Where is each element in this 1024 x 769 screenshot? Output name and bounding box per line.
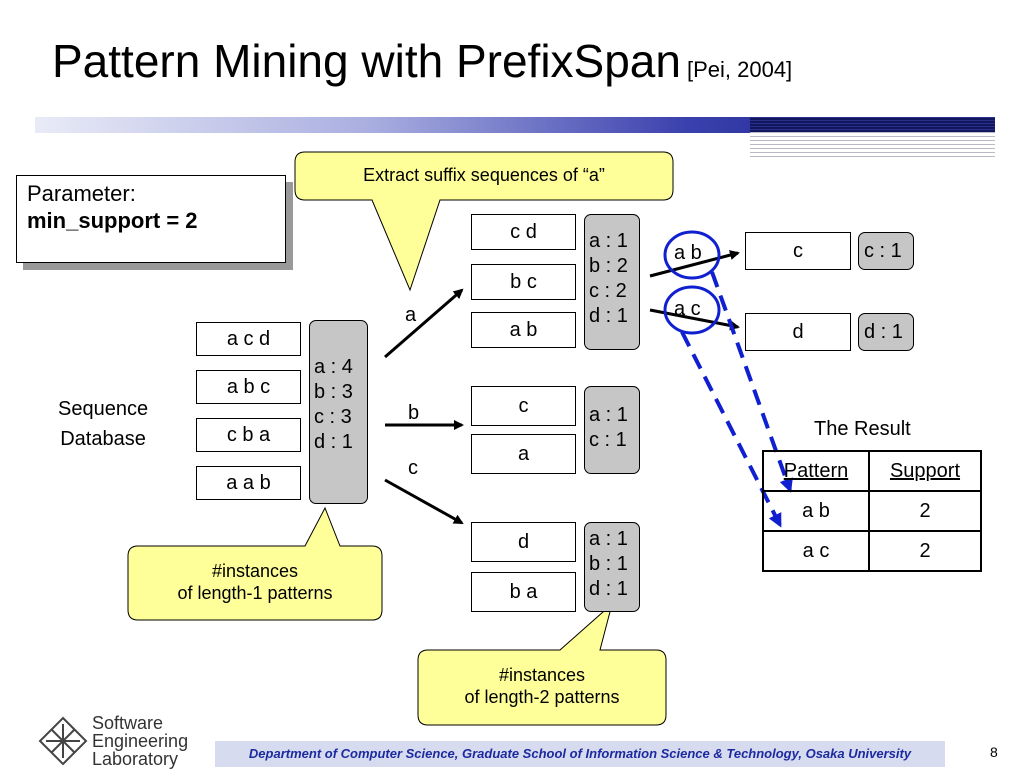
title-text: Pattern Mining with PrefixSpan — [52, 35, 681, 87]
logo-line1: Software — [92, 713, 164, 733]
proj-b-seq-2: a — [471, 434, 576, 474]
pattern-ac-label: a c — [674, 298, 701, 320]
callout-len2-shape — [417, 602, 667, 726]
count-d: d : 1 — [314, 431, 353, 453]
callout-len2-text: #instances of length-2 patterns — [418, 664, 666, 708]
arrow-label-a: a — [405, 304, 417, 326]
callout-top-text: Extract suffix sequences of “a” — [363, 165, 605, 185]
proj-b-counts: a : 1 c : 1 — [584, 386, 640, 474]
count-a: a : 4 — [314, 356, 353, 378]
proj-c-seq-1: d — [471, 522, 576, 562]
table-row: a c 2 — [762, 530, 982, 572]
slide-title: Pattern Mining with PrefixSpan[Pei, 2004… — [52, 34, 792, 88]
arrow-a — [384, 288, 464, 359]
result-pattern-1: a b — [762, 490, 870, 532]
proj-c-seq-2: b a — [471, 572, 576, 612]
result-table: Pattern Support a b 2 a c 2 — [762, 450, 982, 572]
logo-line3: Laboratory — [92, 749, 179, 769]
proj-a-count-a: a : 1 — [589, 230, 628, 252]
sel-logo-icon — [38, 716, 88, 766]
callout-len1-line1: #instances — [211, 561, 299, 581]
database-label-line1: Sequence — [58, 398, 149, 420]
ac-highlight-circle — [663, 285, 721, 335]
title-bar-grid — [750, 132, 995, 158]
proj-a-seq-2: b c — [471, 264, 576, 300]
arrow-c — [384, 478, 464, 525]
proj-a-count-c: c : 2 — [589, 280, 627, 302]
proj-c-count-d: d : 1 — [589, 578, 628, 600]
callout-len2-line1: #instances — [498, 665, 586, 685]
arrow-label-c: c — [408, 457, 418, 479]
db-sequence-1: a c d — [196, 322, 301, 356]
callout-len1-shape — [127, 506, 383, 621]
header-support: Support — [868, 450, 982, 492]
proj-a-seq-1: c d — [471, 214, 576, 250]
proj-ab-seq: c — [745, 232, 851, 270]
proj-a-seq-3: a b — [471, 312, 576, 348]
parameter-label: Parameter: — [27, 181, 136, 206]
arrow-label-b: b — [408, 402, 420, 424]
proj-b-count-c: c : 1 — [589, 429, 627, 451]
database-label-line2: Database — [60, 428, 146, 450]
result-arrow-ab — [710, 271, 793, 493]
ab-highlight-circle — [663, 230, 721, 280]
callout-len1-text: #instances of length-1 patterns — [128, 560, 382, 604]
logo-text: Software Engineering Laboratory — [92, 714, 188, 768]
pattern-ab-label: a b — [674, 242, 702, 264]
db-sequence-3: c b a — [196, 418, 301, 452]
callout-len1-line2: of length-1 patterns — [177, 583, 333, 603]
logo-line2: Engineering — [92, 731, 189, 751]
proj-b-seq-1: c — [471, 386, 576, 426]
result-pattern-2: a c — [762, 530, 870, 572]
title-bar-texture — [750, 117, 995, 133]
result-support-1: 2 — [868, 490, 982, 532]
count-c: c : 3 — [314, 406, 352, 428]
length1-counts: a : 4 b : 3 c : 3 d : 1 — [309, 320, 368, 504]
proj-ac-seq: d — [745, 313, 851, 351]
database-label: Sequence Database — [58, 394, 148, 454]
page-number: 8 — [990, 744, 998, 760]
count-b: b : 3 — [314, 381, 353, 403]
proj-ab-count: c : 1 — [858, 232, 914, 270]
table-row: a b 2 — [762, 490, 982, 532]
db-sequence-2: a b c — [196, 370, 301, 404]
db-sequence-4: a a b — [196, 466, 301, 500]
proj-a-count-d: d : 1 — [589, 305, 628, 327]
proj-a-counts: a : 1 b : 2 c : 2 d : 1 — [584, 214, 640, 350]
callout-top-shape — [294, 151, 674, 292]
proj-c-counts: a : 1 b : 1 d : 1 — [584, 522, 640, 612]
arrow-ab — [649, 250, 740, 278]
result-header-row: Pattern Support — [762, 450, 982, 492]
proj-a-count-b: b : 2 — [589, 255, 628, 277]
proj-b-count-a: a : 1 — [589, 404, 628, 426]
footer-text: Department of Computer Science, Graduate… — [215, 741, 945, 767]
proj-c-count-b: b : 1 — [589, 553, 628, 575]
result-title: The Result — [814, 418, 911, 440]
callout-len2-line2: of length-2 patterns — [464, 687, 620, 707]
result-support-2: 2 — [868, 530, 982, 572]
proj-ac-count: d : 1 — [858, 313, 914, 351]
proj-c-count-a: a : 1 — [589, 528, 628, 550]
parameter-value: min_support = 2 — [27, 208, 198, 233]
parameter-box: Parameter: min_support = 2 — [16, 175, 286, 263]
citation: [Pei, 2004] — [686, 57, 793, 82]
header-pattern: Pattern — [762, 450, 870, 492]
